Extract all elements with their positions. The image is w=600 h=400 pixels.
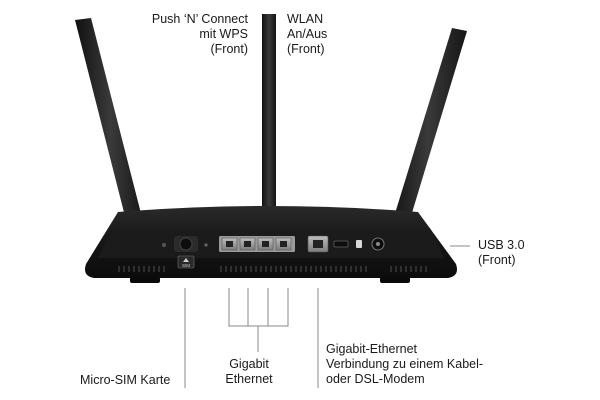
label-wlan: WLAN An/Aus (Front)	[287, 12, 367, 57]
label-wlan-line-3: (Front)	[287, 42, 325, 56]
label-sim-line-1: Micro-SIM Karte	[80, 373, 171, 387]
gigabit-bracket	[228, 288, 289, 327]
right-foot	[380, 277, 410, 283]
center-antenna	[262, 14, 276, 234]
left-foot	[130, 277, 160, 283]
power-port-left	[179, 237, 193, 251]
label-wlan-line-2: An/Aus	[287, 27, 328, 41]
label-gigabit: Gigabit Ethernet	[214, 357, 284, 387]
reset-button	[162, 243, 166, 247]
label-wps-line-2: mit WPS	[199, 27, 248, 41]
power-switch	[356, 240, 362, 248]
left-antenna	[75, 18, 146, 236]
usb-port-rear	[333, 240, 349, 248]
vent-right	[390, 266, 427, 272]
label-gigabit-line-1: Gigabit	[229, 357, 269, 371]
vent-center	[220, 266, 367, 272]
label-wan-line-2: Verbindung zu einem Kabel-	[326, 357, 484, 371]
sim-arrow-icon	[183, 258, 189, 262]
label-gigabit-line-2: Ethernet	[225, 372, 273, 386]
label-wlan-line-1: WLAN	[287, 12, 324, 26]
label-usb: USB 3.0 (Front)	[478, 238, 558, 268]
right-antenna	[389, 28, 467, 236]
sim-slot-text: SIM	[182, 263, 190, 268]
label-usb-line-2: (Front)	[478, 253, 516, 267]
lan-ports	[221, 237, 292, 251]
label-wan-line-1: Gigabit-Ethernet	[326, 342, 418, 356]
label-usb-line-1: USB 3.0	[478, 238, 525, 252]
label-wps: Push ‘N’ Connect mit WPS (Front)	[132, 12, 248, 57]
leader-lines	[184, 245, 470, 388]
vent-left	[118, 266, 165, 272]
label-sim: Micro-SIM Karte	[80, 373, 190, 388]
label-wan-line-3: oder DSL-Modem	[326, 372, 425, 386]
label-wps-line-3: (Front)	[210, 42, 249, 56]
indicator-dot	[204, 243, 208, 247]
label-wps-line-1: Push ‘N’ Connect	[151, 12, 248, 26]
label-wan: Gigabit-Ethernet Verbindung zu einem Kab…	[326, 342, 516, 387]
